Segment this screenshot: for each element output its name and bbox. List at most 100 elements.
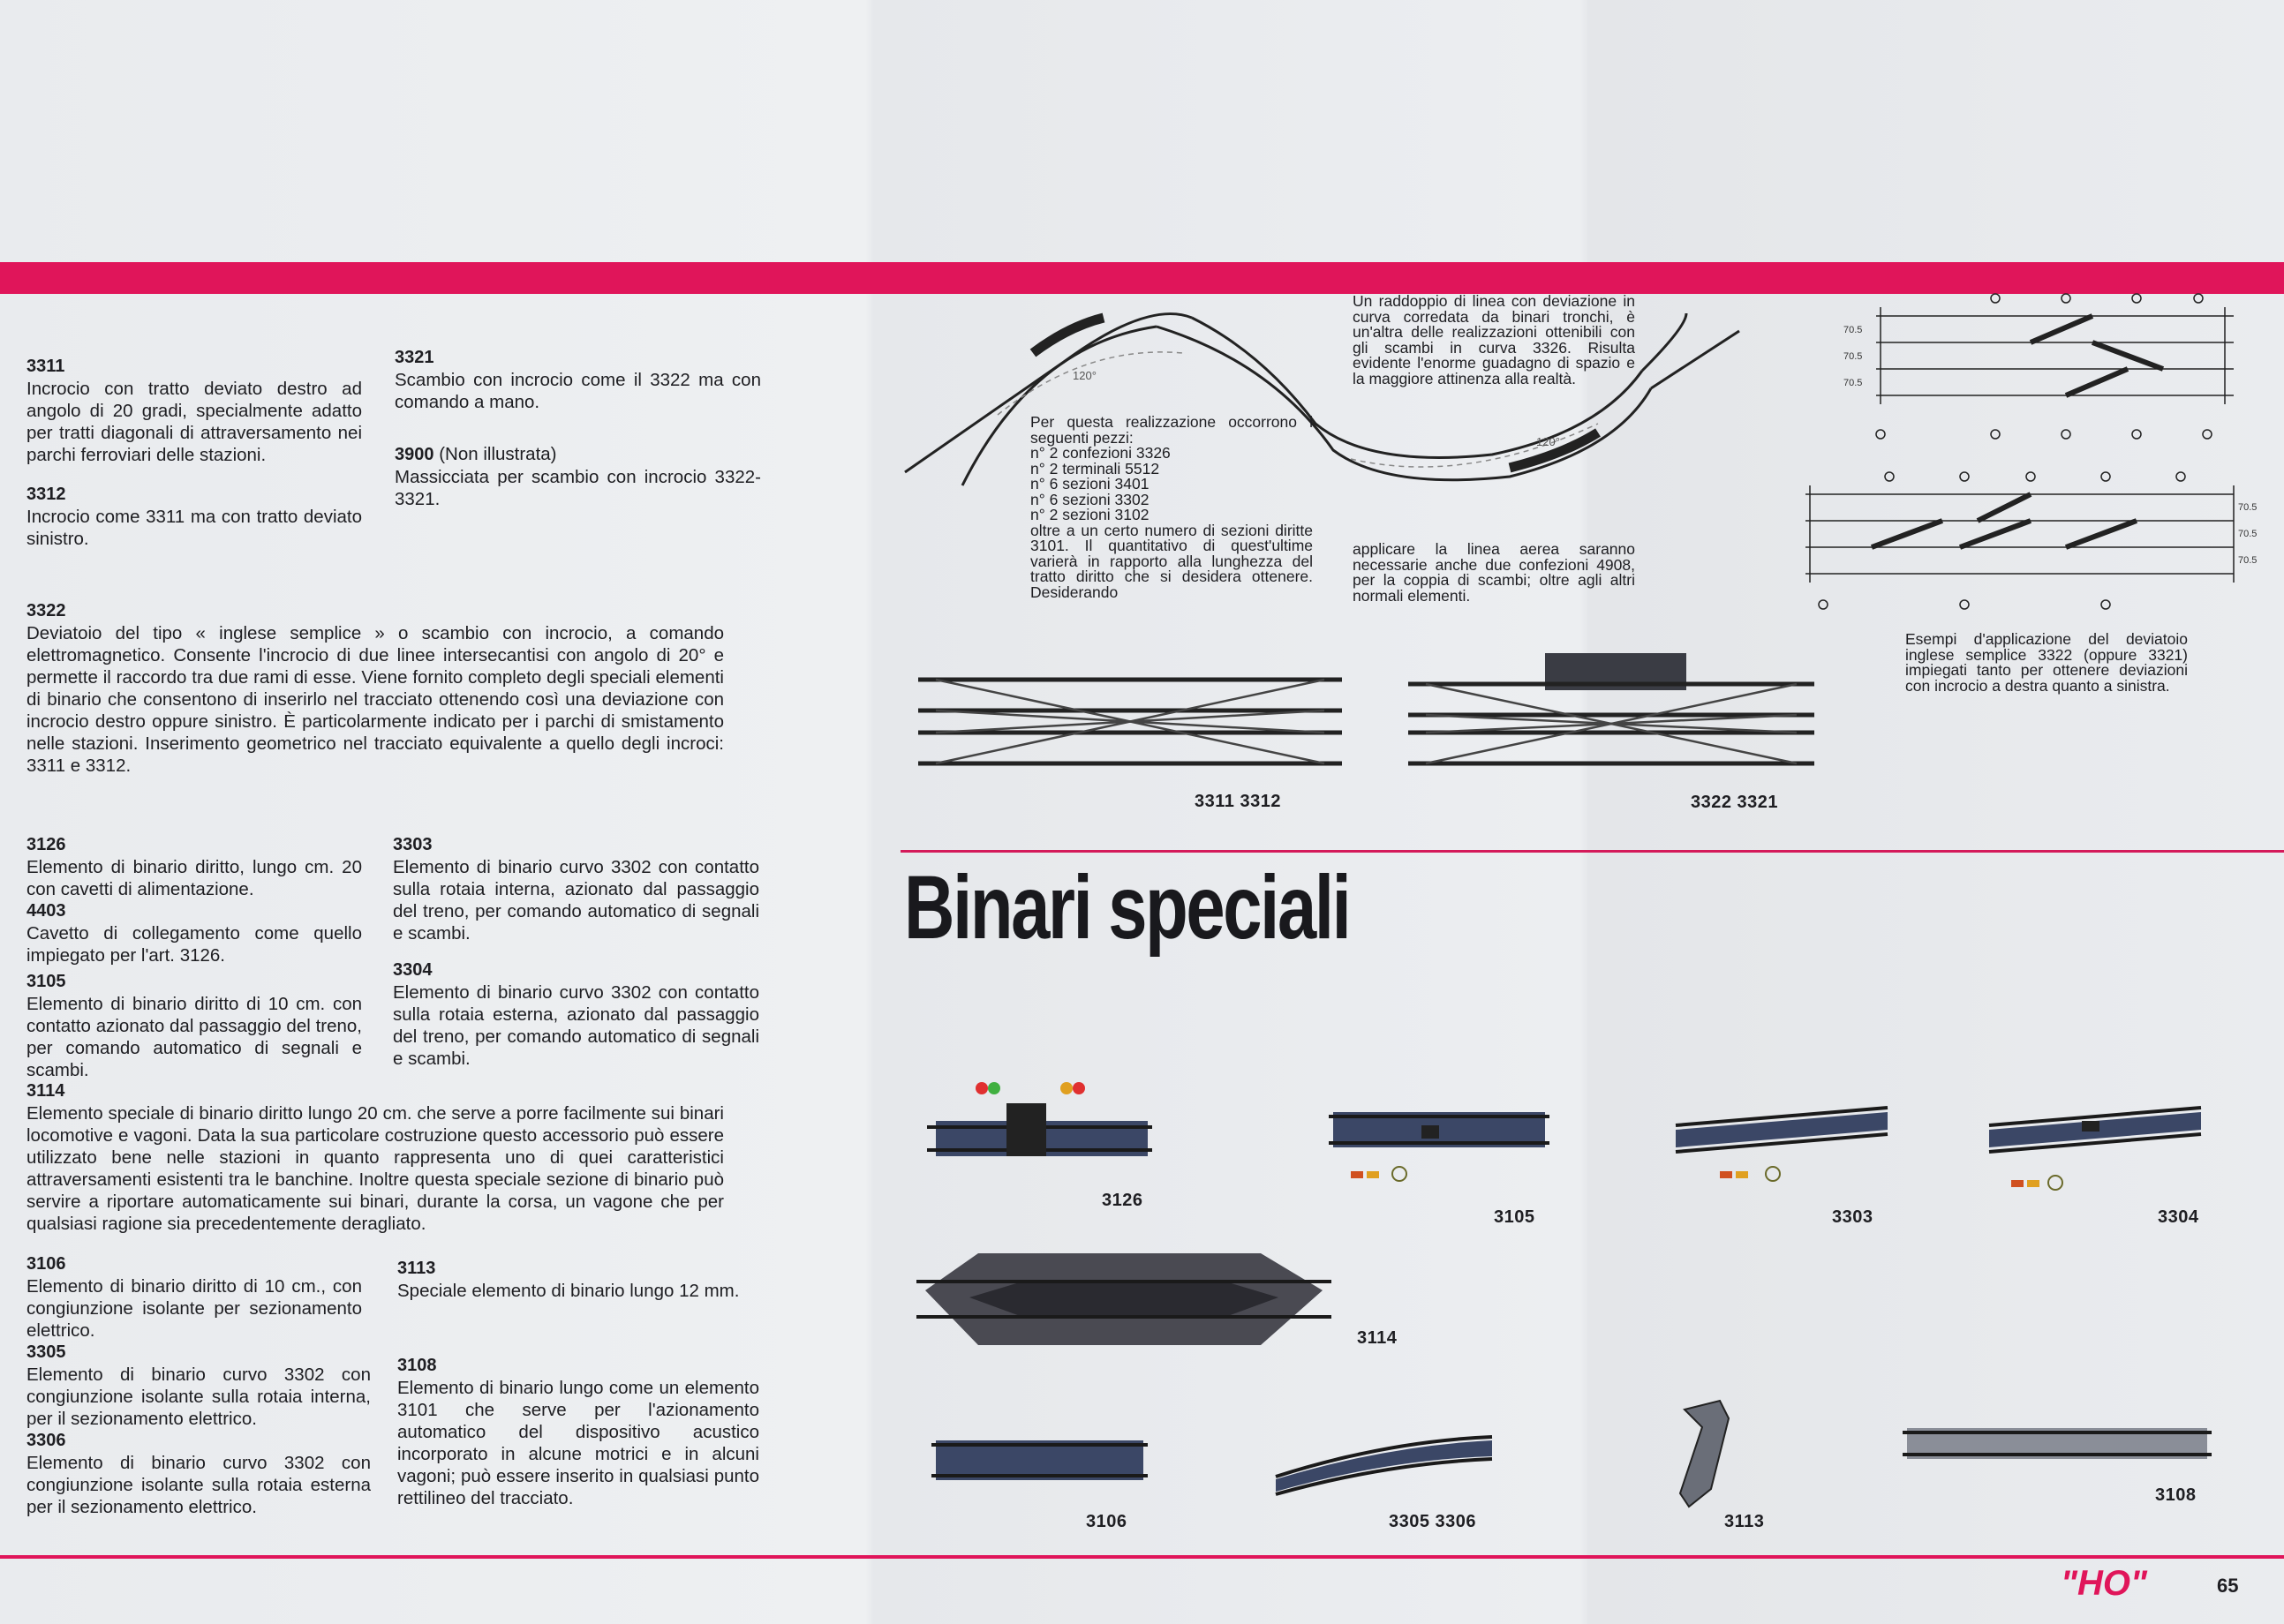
item-description: Incrocio con tratto deviato destro ad an…	[26, 379, 362, 465]
item-code: 3114	[26, 1081, 65, 1101]
inner-track-left	[961, 325, 1157, 486]
track-3113-illustration	[1678, 1399, 1730, 1508]
item-3321: 3321 Scambio con incrocio come il 3322 m…	[395, 347, 761, 413]
caption-3304: 3304	[2158, 1207, 2199, 1227]
track-3114-illustration	[916, 1253, 1331, 1345]
item-3311: 3311 Incrocio con tratto deviato destro …	[26, 356, 362, 466]
item-description: Cavetto di collegamento come quello impi…	[26, 923, 362, 966]
item-description: Elemento speciale di binario diritto lun…	[26, 1103, 724, 1234]
item-3303: 3303 Elemento di binario curvo 3302 con …	[393, 834, 759, 944]
item-code: 3321	[395, 348, 434, 367]
track-3126-illustration	[927, 1082, 1152, 1156]
item-code: 3106	[26, 1254, 66, 1274]
item-description: Scambio con incrocio come il 3322 ma con…	[395, 370, 761, 412]
item-3113: 3113 Speciale elemento di binario lungo …	[397, 1258, 759, 1302]
item-code: 3126	[26, 835, 66, 854]
diagonal-crossover	[1870, 492, 2138, 550]
dimension-label: 70.5	[2238, 529, 2257, 539]
item-code: 3113	[397, 1259, 436, 1278]
item-3312: 3312 Incrocio come 3311 ma con tratto de…	[26, 484, 362, 550]
parts-list-item: n° 6 sezioni 3401	[1030, 475, 1150, 492]
parts-list-item: n° 2 sezioni 3102	[1030, 506, 1150, 523]
dimension-label: 70.5	[1843, 378, 1862, 388]
item-code: 3312	[26, 485, 66, 504]
angle-label-left: 120°	[1073, 369, 1097, 382]
item-code: 3108	[397, 1356, 437, 1375]
item-code-suffix: (Non illustrata)	[439, 444, 557, 464]
item-code: 3303	[393, 835, 433, 854]
dimension-label: 70.5	[2238, 502, 2257, 513]
item-3304: 3304 Elemento di binario curvo 3302 con …	[393, 959, 759, 1070]
outer-track-s	[1156, 325, 1653, 482]
item-description: Elemento di binario diritto di 10 cm. co…	[26, 994, 362, 1080]
section-divider	[901, 850, 2284, 853]
turnout-right-marker	[1508, 428, 1601, 473]
yard-diagram-bottom: 70.5 70.5 70.5	[1805, 471, 2257, 610]
parts-list-item: n° 2 terminali 5512	[1030, 459, 1160, 477]
item-description: Speciale elemento di binario lungo 12 mm…	[397, 1281, 740, 1301]
item-3105: 3105 Elemento di binario diritto di 10 c…	[26, 971, 362, 1081]
turnout-3322-illustration	[1408, 653, 1814, 766]
bottom-red-rule	[0, 1555, 2284, 1559]
brand-mark: "HO"	[2061, 1564, 2147, 1603]
caption-3303: 3303	[1832, 1207, 1873, 1227]
caption-3126: 3126	[1102, 1191, 1143, 1210]
inner-track-right	[1640, 312, 1688, 372]
item-code: 3311	[26, 357, 65, 376]
caption-3311-3312: 3311 3312	[1195, 792, 1281, 811]
item-3106: 3106 Elemento di binario diritto di 10 c…	[26, 1253, 362, 1342]
parts-list-item: n° 2 confezioni 3326	[1030, 444, 1171, 462]
item-description: Elemento di binario curvo 3302 con congi…	[26, 1365, 371, 1429]
diagram-note-right: applicare la linea aerea saranno necessa…	[1353, 540, 1635, 605]
note-left-intro: Per questa realizzazione occorrono i seg…	[1030, 413, 1313, 447]
yard-diagram-top: 70.5 70.5 70.5	[1843, 293, 2234, 440]
item-code: 3105	[26, 972, 66, 991]
track-3305-illustration	[1275, 1435, 1493, 1496]
item-4403: 4403 Cavetto di collegamento come quello…	[26, 900, 362, 966]
caption-3113: 3113	[1724, 1512, 1765, 1531]
outer-track-right	[1650, 329, 1740, 390]
item-description: Elemento di binario diritto di 10 cm., c…	[26, 1276, 362, 1341]
track-3304-illustration	[1988, 1106, 2202, 1191]
item-code: 4403	[26, 901, 66, 921]
angle-label-right: 120°	[1536, 435, 1560, 448]
caption-3106: 3106	[1086, 1512, 1127, 1531]
yard-examples-caption: Esempi d'applicazione del deviatoio ingl…	[1905, 630, 2188, 695]
item-3900: 3900 (Non illustrata) Massicciata per sc…	[395, 443, 761, 510]
inner-track-s	[1191, 316, 1644, 459]
diagonal-crossover	[2029, 313, 2165, 398]
item-code: 3322	[26, 601, 66, 620]
item-3305: 3305 Elemento di binario curvo 3302 con …	[26, 1342, 371, 1430]
item-description: Elemento di binario curvo 3302 con conta…	[393, 982, 759, 1069]
item-3306: 3306 Elemento di binario curvo 3302 con …	[26, 1430, 371, 1518]
dimension-label: 70.5	[1843, 325, 1862, 335]
radius-guide-right	[1350, 423, 1599, 468]
item-code: 3306	[26, 1431, 66, 1450]
diagram-note-left: Per questa realizzazione occorrono i seg…	[1030, 413, 1313, 601]
item-3322: 3322 Deviatoio del tipo « inglese sempli…	[26, 600, 724, 777]
caption-3108: 3108	[2155, 1485, 2197, 1505]
section-title: Binari speciali	[904, 857, 1352, 958]
item-description: Elemento di binario curvo 3302 con conta…	[393, 857, 759, 944]
note-left-continued: oltre a un certo numero di sezioni dirit…	[1030, 521, 1313, 601]
crossing-3311-illustration	[918, 677, 1342, 766]
item-3108: 3108 Elemento di binario lungo come un e…	[397, 1355, 759, 1509]
item-description: Deviatoio del tipo « inglese semplice » …	[26, 623, 724, 776]
caption-3305-3306: 3305 3306	[1389, 1512, 1477, 1531]
track-3105-illustration	[1329, 1112, 1549, 1182]
s-curve-track-diagram: 120° 120°	[904, 312, 1740, 486]
track-3303-illustration	[1675, 1106, 1888, 1182]
item-code: 3304	[393, 960, 433, 980]
diagram-note-top: Un raddoppio di linea con deviazione in …	[1353, 292, 1635, 387]
item-description: Massicciata per scambio con incrocio 332…	[395, 467, 761, 509]
radius-guide-left	[997, 351, 1184, 416]
item-code: 3900	[395, 445, 434, 464]
item-description: Incrocio come 3311 ma con tratto deviato…	[26, 507, 362, 549]
item-description: Elemento di binario diritto, lungo cm. 2…	[26, 857, 362, 899]
page-number: 65	[2217, 1575, 2239, 1597]
top-red-band	[0, 262, 2284, 294]
caption-3105: 3105	[1494, 1207, 1535, 1227]
dimension-label: 70.5	[1843, 351, 1862, 362]
item-description: Elemento di binario curvo 3302 con congi…	[26, 1453, 371, 1517]
